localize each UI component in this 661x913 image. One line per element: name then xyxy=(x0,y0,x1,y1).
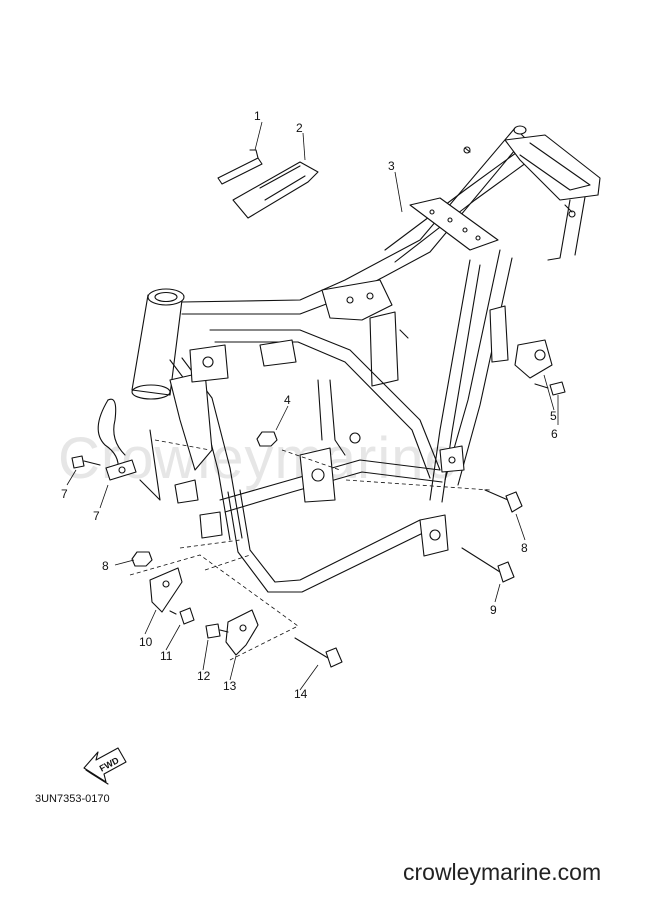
part-4-bolt xyxy=(461,547,515,583)
fwd-arrow-icon: FWD xyxy=(83,747,127,785)
callout-1: 3 xyxy=(388,159,395,173)
part-6-bolt xyxy=(484,489,523,513)
callout-2: 14 xyxy=(294,687,308,701)
callout-7-right: 13 xyxy=(223,679,237,693)
part-8-bolt-upper xyxy=(169,607,195,625)
part-9-bracket xyxy=(514,339,553,379)
part-7-bracket-left xyxy=(149,567,183,613)
part-10-screw xyxy=(534,381,566,396)
part-14-pad xyxy=(232,161,319,219)
callout-6: 8 xyxy=(521,541,528,555)
exploded-guides xyxy=(129,439,491,661)
callout-12: 7 xyxy=(61,487,68,501)
callout-14: 2 xyxy=(296,121,303,135)
callout-3: 8 xyxy=(102,559,109,573)
part-7-bracket-right xyxy=(225,609,259,656)
part-8-bolt-lower xyxy=(205,623,229,639)
diagram-code: 3UN7353-0170 xyxy=(35,793,110,805)
callout-9: 5 xyxy=(550,409,557,423)
part-13-band xyxy=(217,149,263,185)
part-5-nut xyxy=(256,431,278,447)
watermark-text: Crowleymarine xyxy=(58,426,458,491)
leader-11-bracket xyxy=(139,429,161,501)
callout-10: 6 xyxy=(551,427,558,441)
callout-4: 9 xyxy=(490,603,497,617)
leader-lines xyxy=(66,121,559,691)
callout-11: 7 xyxy=(93,509,100,523)
callout-7-left: 10 xyxy=(139,635,153,649)
part-12-bolt xyxy=(71,455,101,469)
callout-8-upper: 11 xyxy=(160,649,173,663)
part-3-nut xyxy=(131,551,153,567)
part-11-wire xyxy=(97,398,137,481)
callout-8-lower: 12 xyxy=(197,669,211,683)
callout-13: 1 xyxy=(254,109,261,123)
part-2-bolt xyxy=(294,637,343,668)
main-frame xyxy=(131,125,601,593)
callout-5: 4 xyxy=(284,393,291,407)
footer-site: crowleymarine.com xyxy=(403,859,601,885)
